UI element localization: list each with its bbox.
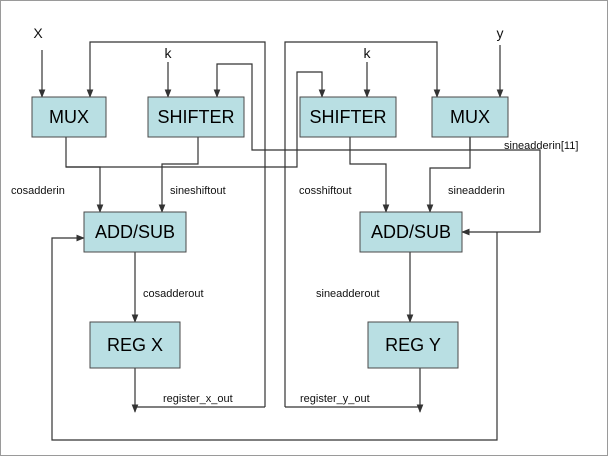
- signal-cosadderin-label: cosadderin: [11, 185, 65, 197]
- wire-sineadderin: [426, 137, 471, 213]
- input-y-label: y: [497, 25, 504, 41]
- addsub-right-label: ADD/SUB: [371, 222, 451, 242]
- input-x-label: X: [33, 25, 43, 41]
- wires: [38, 41, 541, 441]
- wire-cos-to-shifter-right: [65, 71, 326, 168]
- shifter-right-block: SHIFTER: [299, 96, 397, 138]
- shifter-left-label: SHIFTER: [157, 107, 234, 127]
- wire-sineshiftout: [158, 137, 199, 213]
- signal-sineadderout-label: sineadderout: [316, 288, 380, 300]
- signal-cosadderout-label: cosadderout: [143, 288, 204, 300]
- reg-x-label: REG X: [107, 335, 163, 355]
- shifter-left-block: SHIFTER: [147, 96, 245, 138]
- reg-y-block: REG Y: [367, 321, 459, 369]
- reg-x-block: REG X: [89, 321, 181, 369]
- wire-register-x-loop: [86, 41, 266, 407]
- wire-feed-addsub-right: [461, 149, 541, 236]
- input-k-right-label: k: [364, 45, 372, 61]
- signal-register-y-out-label: register_y_out: [300, 393, 370, 405]
- signal-sineshiftout-label: sineshiftout: [170, 185, 226, 197]
- signal-register-x-out-label: register_x_out: [163, 393, 233, 405]
- mux-right-label: MUX: [450, 107, 490, 127]
- mux-left-block: MUX: [31, 96, 107, 138]
- addsub-right-block: ADD/SUB: [359, 211, 463, 253]
- mux-left-label: MUX: [49, 107, 89, 127]
- input-k-left-label: k: [165, 45, 173, 61]
- signal-sineadderin-label: sineadderin: [448, 185, 505, 197]
- wire-cosshiftout: [349, 137, 390, 213]
- mux-right-block: MUX: [431, 96, 509, 138]
- addsub-left-label: ADD/SUB: [95, 222, 175, 242]
- shifter-right-label: SHIFTER: [309, 107, 386, 127]
- wire-cosadderin: [66, 166, 104, 213]
- wire-bottom-feedback: [51, 232, 498, 441]
- signal-sineadderin-bit-label: sineadderin[11]: [504, 140, 578, 152]
- signal-cosshiftout-label: cosshiftout: [299, 185, 352, 197]
- addsub-left-block: ADD/SUB: [83, 211, 187, 253]
- wire-register-y-loop: [284, 41, 441, 407]
- reg-y-label: REG Y: [385, 335, 441, 355]
